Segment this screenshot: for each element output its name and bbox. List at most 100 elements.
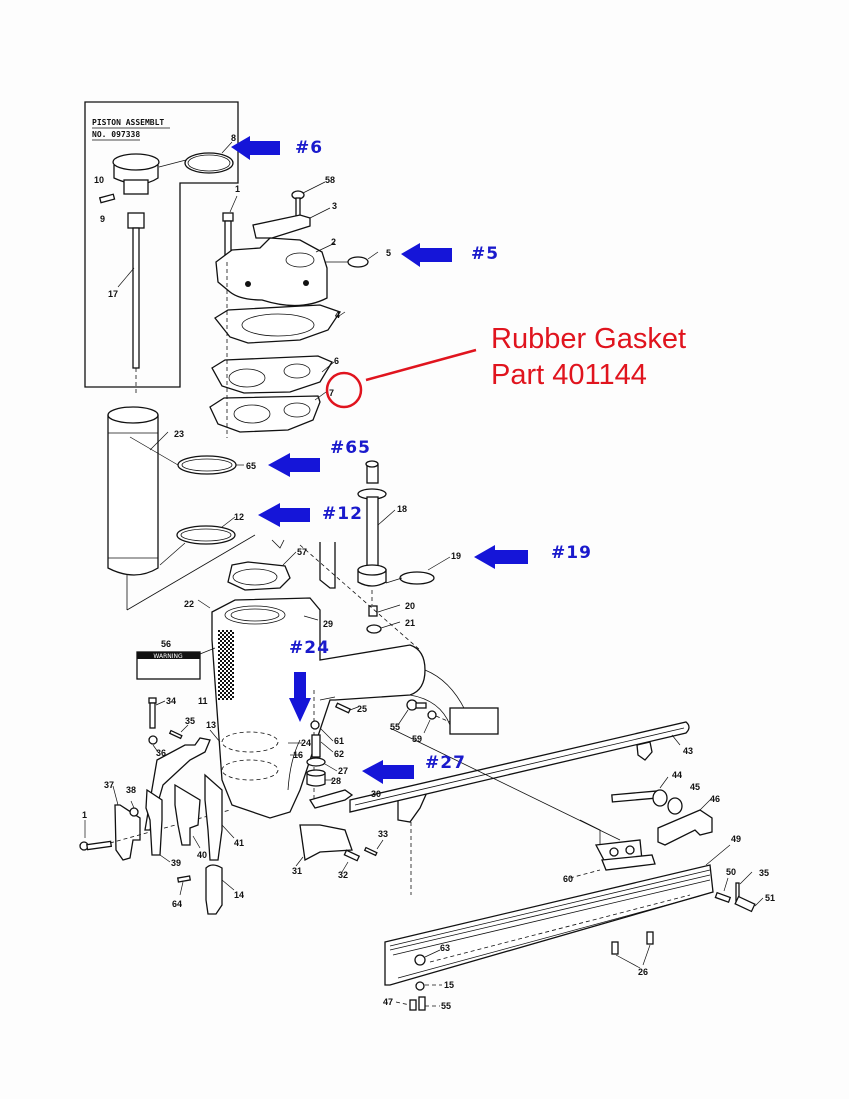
bracket-part-31 xyxy=(299,824,353,862)
washer-part-15 xyxy=(415,981,425,991)
part-label-31: 31 xyxy=(292,866,302,876)
part-label-6: 6 xyxy=(334,356,339,366)
warning-label-text: WARNING xyxy=(153,653,183,660)
callout-27: #27 xyxy=(362,753,466,784)
arrow-left-icon xyxy=(258,503,310,527)
pin-part-33 xyxy=(363,846,378,857)
part-labels: 8 10 9 17 1 58 3 2 5 4 6 7 23 65 12 57 1… xyxy=(82,133,775,1011)
pin-part-25 xyxy=(334,702,352,714)
lever-part-3 xyxy=(252,214,311,239)
part-label-1-lower: 1 xyxy=(82,810,87,820)
part-label-25: 25 xyxy=(357,704,367,714)
pin-part-32 xyxy=(343,849,361,862)
part-label-13: 13 xyxy=(206,720,216,730)
part-label-60: 60 xyxy=(563,874,573,884)
roller-part-45 xyxy=(652,789,668,807)
part-label-24: 24 xyxy=(301,738,311,748)
arrow-left-icon xyxy=(362,760,414,784)
rod-part-44 xyxy=(611,790,658,803)
lever-part-30 xyxy=(308,789,354,809)
part-label-41: 41 xyxy=(234,838,244,848)
callout-12: #12 xyxy=(258,503,363,527)
part-label-16: 16 xyxy=(293,750,303,760)
part-label-14: 14 xyxy=(234,890,244,900)
annotation-line-1: Rubber Gasket xyxy=(491,323,686,355)
pin-part-9 xyxy=(98,193,116,204)
part-label-50: 50 xyxy=(726,867,736,877)
part-label-1: 1 xyxy=(235,184,240,194)
knob-part-51 xyxy=(734,895,756,913)
part-label-11: 11 xyxy=(198,696,208,706)
o-ring-part-19 xyxy=(399,571,435,585)
arrow-down-icon xyxy=(289,672,311,722)
plate-part-40 xyxy=(174,783,201,846)
part-label-10: 10 xyxy=(94,175,104,185)
callout-label-24: #24 xyxy=(289,638,330,658)
part-label-23: 23 xyxy=(174,429,184,439)
part-label-39: 39 xyxy=(171,858,181,868)
screw-part-47 xyxy=(409,999,417,1011)
callout-label-27: #27 xyxy=(425,753,466,773)
bolt-part-55 xyxy=(397,699,427,726)
part-label-15: 15 xyxy=(444,980,454,990)
part-label-9: 9 xyxy=(100,214,105,224)
callout-24: #24 xyxy=(289,638,330,722)
gasket-part-6 xyxy=(211,355,335,394)
piston-part-10 xyxy=(112,153,160,195)
part-label-46: 46 xyxy=(710,794,720,804)
part-label-59: 59 xyxy=(412,734,422,744)
screw-part-55-lower xyxy=(418,996,426,1011)
driver-guide-strip xyxy=(319,542,336,589)
part-label-56: 56 xyxy=(161,639,171,649)
part-label-55: 55 xyxy=(390,722,400,732)
callout-19: #19 xyxy=(474,543,591,569)
valve-stem-part-18 xyxy=(357,460,396,605)
part-label-20: 20 xyxy=(405,601,415,611)
spring-part-50 xyxy=(714,891,732,904)
part-label-21: 21 xyxy=(405,618,415,628)
part-label-19: 19 xyxy=(451,551,461,561)
warning-label-part-56: WARNING xyxy=(136,647,216,680)
part-label-27: 27 xyxy=(338,766,348,776)
magazine-channel-part-49 xyxy=(384,844,731,986)
nut-part-61 xyxy=(310,720,320,730)
plate-part-37 xyxy=(114,804,141,861)
nut-part-38 xyxy=(129,807,139,817)
annotation-leader-line xyxy=(365,348,477,382)
highlight-circle xyxy=(325,371,363,409)
part-label-36: 36 xyxy=(156,748,166,758)
part-label-35-lower: 35 xyxy=(759,868,769,878)
rubber-gasket-annotation: Rubber Gasket Part 401144 xyxy=(325,323,686,409)
part-label-47: 47 xyxy=(383,997,393,1007)
part-label-30: 30 xyxy=(371,789,381,799)
part-label-40: 40 xyxy=(197,850,207,860)
part-label-12: 12 xyxy=(234,512,244,522)
valve-part-62 xyxy=(311,734,321,758)
assembly-title: PISTON ASSEMBLT xyxy=(92,118,164,127)
pin-part-35 xyxy=(168,729,183,740)
bolt-part-1-lower xyxy=(79,820,113,851)
callout-label-12: #12 xyxy=(322,504,363,524)
callout-label-65: #65 xyxy=(330,438,371,458)
part-label-8: 8 xyxy=(231,133,236,143)
arrow-left-icon xyxy=(231,136,280,160)
part-label-43: 43 xyxy=(683,746,693,756)
part-label-35: 35 xyxy=(185,716,195,726)
seal-part-27 xyxy=(306,757,326,767)
screw-part-26a xyxy=(611,941,619,955)
gasket-part-4 xyxy=(214,304,346,344)
callout-5: #5 xyxy=(401,243,498,267)
driver-blade-part-17 xyxy=(117,212,145,395)
part-label-7: 7 xyxy=(329,388,334,398)
part-label-49: 49 xyxy=(731,834,741,844)
part-label-3: 3 xyxy=(332,201,337,211)
part-label-58: 58 xyxy=(325,175,335,185)
part-label-32: 32 xyxy=(338,870,348,880)
pin-part-64 xyxy=(176,875,192,883)
o-ring-part-8 xyxy=(184,152,234,174)
part-label-33: 33 xyxy=(378,829,388,839)
plate-part-41 xyxy=(204,773,223,861)
part-label-65: 65 xyxy=(246,461,256,471)
callout-6: #6 xyxy=(231,136,322,160)
